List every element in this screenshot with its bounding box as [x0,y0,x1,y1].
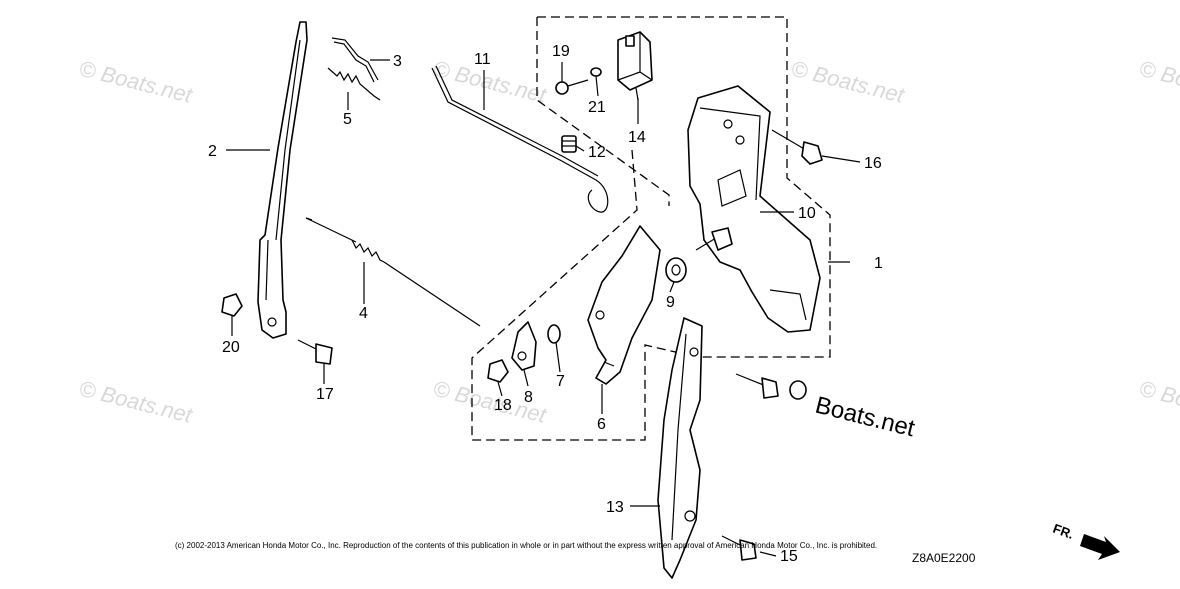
part-20-nut [221,293,243,317]
watermark: © Boats.net [1137,376,1180,428]
arrow-right-icon [1080,534,1120,560]
callout-10: 10 [798,205,816,222]
callout-1: 1 [874,255,883,272]
part-19-screw [555,79,589,95]
outline-lever-group [471,149,698,441]
brand-watermark: Boats.net [813,392,918,443]
callout-11: 11 [474,51,491,68]
callout-6: 6 [597,416,606,433]
callout-2: 2 [208,143,217,160]
part-6-control-lever [587,225,661,385]
part-21-washer [590,67,602,77]
part-9-washer [665,257,687,283]
callout-3: 3 [393,53,402,70]
lever-bolt [735,373,807,400]
part-2-lever-plate [257,21,308,339]
direction-label: FR. [1051,521,1076,542]
part-11-rod [431,65,609,213]
assembly-outlines [471,16,831,441]
callout-12: 12 [588,144,606,161]
callout-8: 8 [524,389,533,406]
callout-13: 13 [606,499,624,516]
diagram-code: Z8A0E2200 [912,551,976,565]
part-4-throttle-cable [305,217,481,327]
part-15-bolt [721,535,757,561]
watermarks: © Boats.net © Boats.net © Boats.net © Bo… [77,56,1180,428]
callout-16: 16 [864,155,882,172]
part-13-lever-plate [657,317,703,579]
leader-lines [226,59,861,557]
callout-18: 18 [494,397,512,414]
part-10-bracket [687,85,821,333]
part-16-bolt [771,129,823,165]
part-5-spring [327,67,381,101]
watermark: © Boats.net [1137,56,1180,108]
watermark: © Boats.net [789,56,908,108]
callout-21: 21 [588,99,606,116]
outline-assembly-1 [537,16,831,358]
front-direction-arrow: FR. [1051,521,1120,560]
part-12-nut [561,135,577,153]
part-7-washer [547,324,561,344]
callout-17: 17 [316,386,334,403]
part-14-switch [617,31,653,101]
part-17-bolt [297,339,333,365]
callout-14: 14 [628,129,646,146]
callout-9: 9 [666,294,675,311]
callout-5: 5 [343,111,352,128]
part-8-lever [511,321,537,371]
watermark: © Boats.net [77,56,196,108]
part-18-nut [487,359,509,383]
part-3-spring-clip [331,37,379,83]
callout-4: 4 [359,305,368,322]
callout-19: 19 [552,43,570,60]
watermark: © Boats.net [77,376,196,428]
callout-15: 15 [780,548,798,565]
callouts: 1 2 3 5 4 6 7 8 9 10 11 12 13 14 15 16 1… [208,43,883,565]
copyright-notice: (c) 2002-2013 American Honda Motor Co., … [175,541,877,550]
bracket-bolt [695,227,733,251]
callout-20: 20 [222,339,240,356]
callout-7: 7 [556,373,565,390]
